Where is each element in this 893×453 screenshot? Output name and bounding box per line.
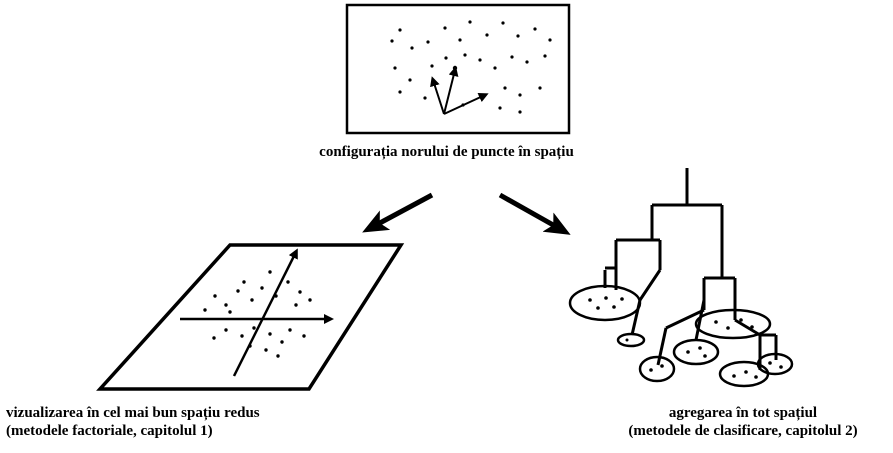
- axis-arrow-right: [444, 95, 485, 114]
- plane-dots: [203, 270, 311, 357]
- caption-clustering-line1: agregarea în tot spațiul: [593, 404, 893, 422]
- projection-plane: [100, 245, 401, 389]
- arrow-to-clustering: [500, 195, 555, 226]
- cluster-a: [570, 286, 640, 320]
- caption-factorial-methods: vizualizarea în cel mai bun spațiu redus…: [6, 404, 260, 440]
- factorial-plane-panel: [100, 245, 401, 389]
- cluster-c: [696, 310, 770, 338]
- caption-factorial-line1: vizualizarea în cel mai bun spațiu redus: [6, 404, 260, 422]
- cluster-e: [640, 357, 674, 381]
- cluster-dots: [588, 296, 783, 379]
- arrow-to-factorial: [378, 195, 432, 224]
- axis-arrow-left: [433, 80, 444, 114]
- caption-point-cloud: configurația norului de puncte în spațiu: [0, 143, 893, 161]
- cluster-f: [720, 362, 768, 386]
- caption-factorial-line2: (metodele factoriale, capitolul 1): [6, 422, 260, 440]
- point-cloud-dots: [390, 20, 551, 113]
- principal-axes-arrows: [433, 70, 485, 114]
- point-cloud-frame: [347, 5, 569, 133]
- cluster-b: [618, 334, 644, 346]
- plane-axis-diagonal: [234, 252, 296, 376]
- point-cloud-panel: [347, 5, 569, 133]
- cluster-d: [674, 340, 718, 364]
- caption-clustering-methods: agregarea în tot spațiul (metodele de cl…: [593, 404, 893, 440]
- dendrogram-panel: [570, 168, 792, 386]
- caption-clustering-line2: (metodele de clasificare, capitolul 2): [593, 422, 893, 440]
- axis-arrow-up: [444, 70, 455, 114]
